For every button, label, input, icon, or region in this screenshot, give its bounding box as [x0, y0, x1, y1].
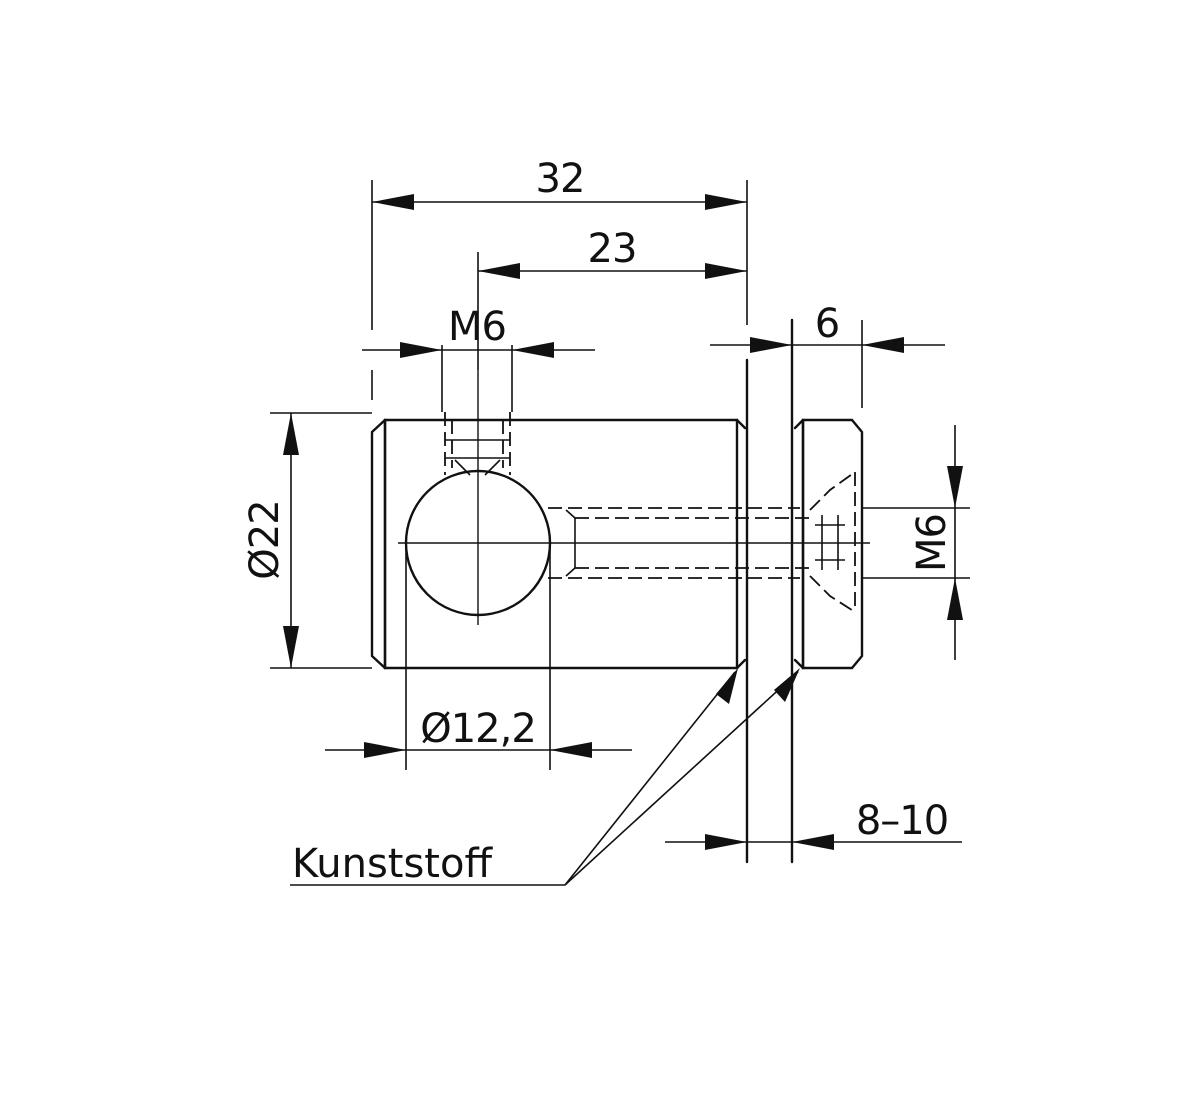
- extension-lines: [270, 180, 970, 886]
- cross-bore: [398, 462, 560, 625]
- dim-thread-top: M6: [448, 304, 506, 350]
- dim-diameter-bore: Ø12,2: [420, 706, 536, 752]
- arrowheads: [283, 194, 963, 850]
- main-body: [370, 418, 739, 670]
- dim-overall-length: 32: [536, 156, 585, 202]
- dim-diameter-body: Ø22: [242, 500, 288, 579]
- end-cap: [735, 418, 864, 670]
- top-thread-hole: [444, 370, 511, 476]
- dim-cap-width: 6: [815, 301, 839, 347]
- glass-gap: [745, 318, 794, 864]
- dim-glass-thickness: 8–10: [856, 798, 948, 844]
- dim-thread-side: M6: [909, 514, 955, 572]
- threaded-bolt: [548, 471, 870, 613]
- material-label: Kunststoff: [292, 841, 493, 887]
- dim-bore-offset: 23: [588, 226, 637, 272]
